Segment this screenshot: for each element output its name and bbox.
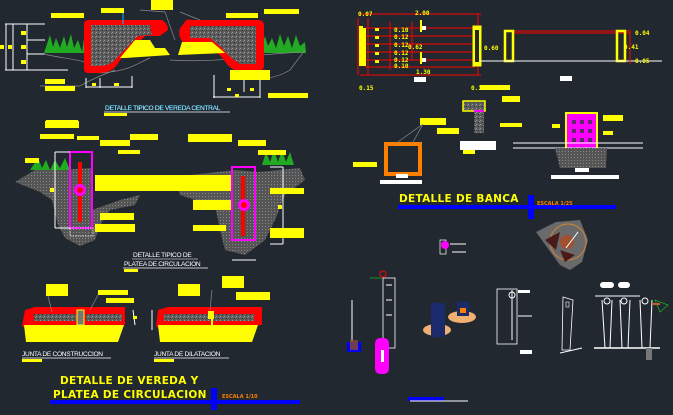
- banner-vereda-title-2: PLATEA DE CIRCULACION: [53, 389, 207, 401]
- detail-banca-plan: 2.00 0.07 0.10 0.12 0.12 0.12 0.12 0.10 …: [357, 10, 510, 92]
- concrete-right: [190, 26, 256, 64]
- dim-elev-bottom: 0.05: [635, 58, 650, 65]
- base-fill-left: [120, 40, 170, 58]
- banner-banca-scale: ESCALA 1/25: [537, 201, 573, 207]
- detail-junta-construccion: JUNTA DE CONSTRUCCION: [22, 284, 137, 362]
- soil-left: [15, 168, 140, 246]
- detail-junta-dilatacion: JUNTA DE DILATACION: [151, 278, 270, 362]
- dim-slat-5: 0.12: [394, 57, 409, 64]
- joint-box-right: [231, 166, 256, 241]
- detail-vereda-central: DETALLE TIPICO DE VEREDA CENTRAL: [0, 0, 308, 128]
- detail-platea-circulacion: DETALLE TIPICO DE PLATEA DE CIRCULACION: [15, 120, 305, 281]
- dim-support-height: 0.60: [484, 45, 499, 52]
- dim-left-offset: 0.07: [358, 11, 373, 18]
- grass-right: [260, 34, 306, 53]
- title-junta-dilatacion: JUNTA DE DILATACION: [154, 351, 221, 358]
- dim-slat-4: 0.12: [394, 50, 409, 57]
- dim-slat-1: 0.10: [394, 27, 409, 34]
- dim-base-left: 0.15: [359, 85, 374, 92]
- slab-left: [95, 175, 185, 191]
- title-platea-line1: DETALLE TIPICO DE: [133, 252, 192, 259]
- dim-slat-3: 0.12: [394, 42, 409, 49]
- dim-elev-top: 0.04: [635, 30, 650, 37]
- banner-vereda-scale: ESCALA 1/10: [222, 394, 258, 400]
- dim-slat-2: 0.12: [394, 34, 409, 41]
- slab-right: [175, 175, 232, 191]
- dimension-lines-left: [0, 23, 68, 71]
- detail-banca-elevation: 0.04 0.41 0.05: [480, 29, 662, 81]
- grass-platea-left: [30, 158, 70, 170]
- banner-banca-title: DETALLE DE BANCA: [399, 193, 519, 205]
- concrete-left: [91, 25, 152, 66]
- grass-platea-right: [262, 150, 294, 165]
- detail-banca-sections: [353, 96, 643, 184]
- base-fill-right: [178, 42, 225, 55]
- title-vereda-central: DETALLE TIPICO DE VEREDA CENTRAL: [105, 105, 221, 112]
- dim-seat-width: 0.62: [408, 44, 423, 51]
- banner-vereda-title-1: DETALLE DE VEREDA Y: [60, 375, 199, 387]
- dim-overall-length: 2.00: [415, 10, 430, 17]
- banner-banca: DETALLE DE BANCA ESCALA 1/25: [398, 193, 616, 219]
- dim-base-right: 0.15: [471, 85, 486, 92]
- banner-vereda: DETALLE DE VEREDA Y PLATEA DE CIRCULACIO…: [50, 375, 300, 410]
- title-junta-construccion: JUNTA DE CONSTRUCCION: [22, 351, 103, 358]
- dim-elev-height: 0.41: [624, 44, 639, 51]
- title-platea-line2: PLATEA DE CIRCULACION: [124, 261, 201, 268]
- dim-support-length: 1.30: [416, 69, 431, 76]
- dim-slat-6: 0.10: [394, 63, 409, 70]
- grass-left: [44, 34, 90, 53]
- misc-details: [347, 220, 669, 402]
